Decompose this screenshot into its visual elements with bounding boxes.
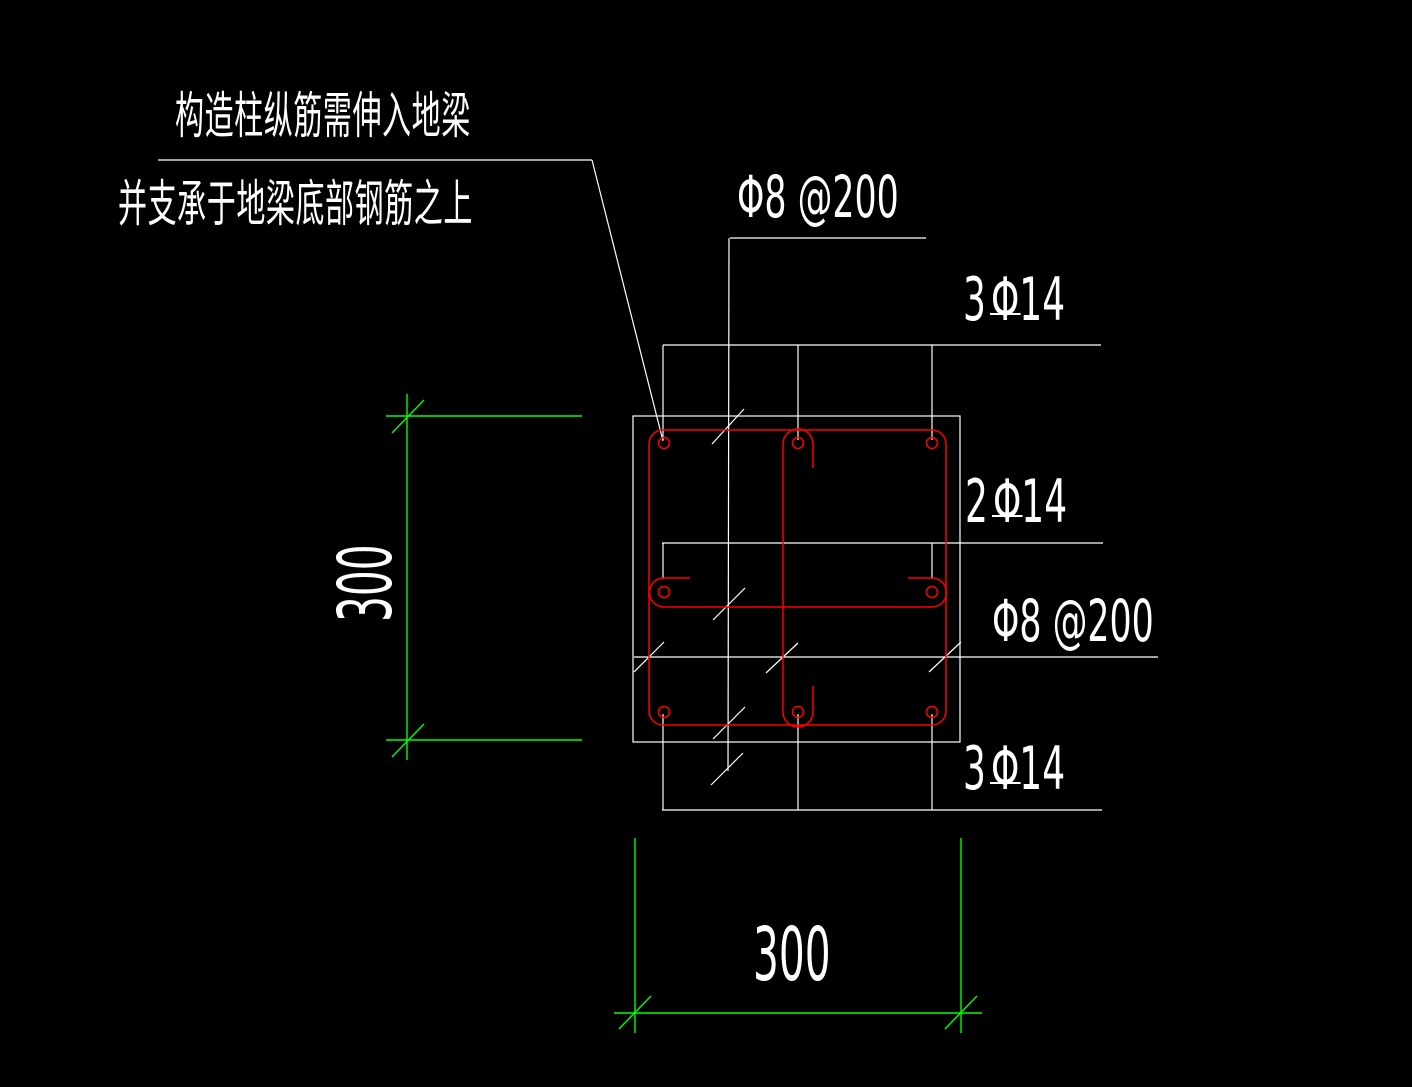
label-bottom-bars: 3Φ14 <box>963 739 1065 799</box>
outer-stirrup <box>648 429 947 726</box>
rebar-phi-symbol: Φ <box>991 467 1023 537</box>
middle-bars-size: 14 <box>1021 467 1068 537</box>
rebar-middle-left <box>657 585 671 599</box>
rebar-bottom-left <box>657 705 671 719</box>
annotation-note-line2: 并支承于地梁底部钢筋之上 <box>118 175 473 233</box>
rebar-linework <box>648 428 948 728</box>
leader-tick <box>765 642 799 674</box>
annotation-note-line1: 构造柱纵筋需伸入地梁 <box>175 87 471 145</box>
dim-tick <box>944 995 978 1030</box>
leader-tick <box>710 752 744 786</box>
rebar-bottom-right <box>925 705 939 719</box>
label-stirrup-top: Φ8 @200 <box>737 163 899 231</box>
rebar-middle-right <box>925 585 939 599</box>
white-linework <box>158 159 1158 811</box>
leader-tick <box>928 641 962 673</box>
note-diagonal-leader <box>591 159 664 442</box>
dimension-height-value: 300 <box>323 544 409 622</box>
rebar-top-right <box>925 436 939 450</box>
horizontal-tie <box>648 577 948 608</box>
top-bars-size: 14 <box>1019 265 1066 335</box>
leader-tick <box>712 587 746 621</box>
dimension-linework <box>386 394 982 1033</box>
rebar-bottom-middle <box>791 705 805 719</box>
middle-bars-count: 2 <box>965 467 988 537</box>
leader-tick <box>711 408 745 445</box>
dim-tick <box>618 995 652 1030</box>
label-top-bars: 3Φ14 <box>963 270 1065 330</box>
top-bars-count: 3 <box>963 265 986 335</box>
rebar-top-middle <box>791 436 805 450</box>
bottom-bars-count: 3 <box>963 734 986 804</box>
leader-tick <box>712 706 746 740</box>
dim-tick <box>391 723 425 758</box>
label-middle-bars: 2Φ14 <box>965 472 1067 532</box>
column-concrete-outline <box>632 415 961 743</box>
dimension-width-value: 300 <box>753 912 831 998</box>
rebar-phi-symbol: Φ <box>989 265 1021 335</box>
bottom-bars-size: 14 <box>1019 734 1066 804</box>
rebar-top-left <box>657 436 671 450</box>
dim-tick <box>391 399 425 434</box>
stirrup-top-leader-vertical <box>727 237 730 772</box>
label-stirrup-right: Φ8 @200 <box>992 587 1154 655</box>
vertical-tie <box>782 428 814 728</box>
rebar-phi-symbol: Φ <box>989 734 1021 804</box>
